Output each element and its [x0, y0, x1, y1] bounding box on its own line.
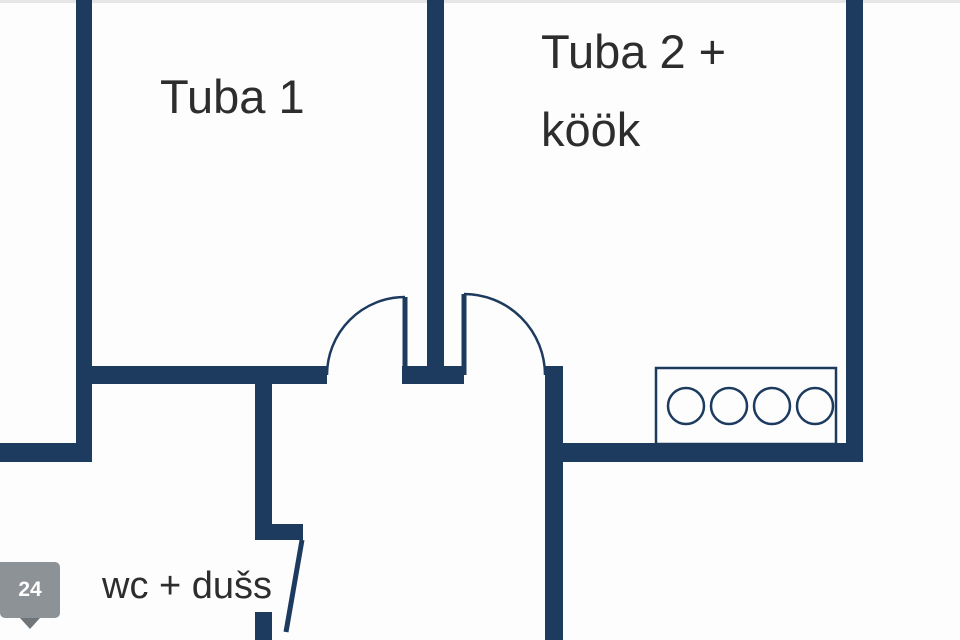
burner-3-icon: [752, 386, 792, 426]
wall-wc-right: [255, 366, 272, 540]
burner-1-icon: [666, 386, 706, 426]
top-edge-artifact: [0, 0, 960, 3]
door-swing-arc-left: [325, 295, 406, 376]
room-label-wc-duss: wc + dušs: [102, 565, 273, 607]
wall-hall-right: [545, 366, 563, 640]
door-leaf-wc: [283, 539, 305, 633]
wall-kitchen-bottom: [545, 443, 863, 462]
room-label-tuba1: Tuba 1: [160, 70, 305, 123]
watermark-badge-fold: [20, 618, 40, 629]
burner-2-icon: [709, 386, 749, 426]
wall-wc-door-jamb-bottom: [255, 612, 272, 640]
watermark-badge-24: 24: [0, 562, 60, 618]
wall-left-exterior: [76, 0, 92, 462]
wall-right-exterior: [846, 0, 863, 462]
wall-center-base: [402, 366, 464, 384]
wall-left-jut: [0, 443, 80, 462]
cooktop-outline: [654, 366, 838, 446]
room-label-tuba2-kook: Tuba 2 + köök: [541, 25, 727, 156]
watermark-badge-label: 24: [18, 578, 42, 601]
cooktop-icon: [654, 366, 838, 446]
door-swing-arc-right: [463, 292, 547, 376]
wall-wc-door-jamb-top: [255, 524, 303, 540]
wall-center-divider: [427, 0, 444, 384]
burner-4-icon: [795, 386, 835, 426]
